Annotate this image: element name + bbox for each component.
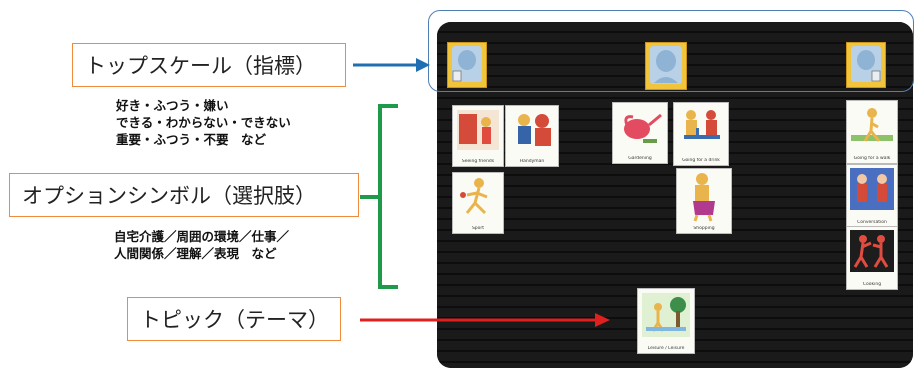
green-bracket — [378, 104, 398, 289]
card-caption: Shopping — [693, 226, 715, 231]
top-scale-label: トップスケール（指標） — [72, 43, 346, 87]
option-card: Shopping — [676, 168, 732, 234]
conversation-icon — [850, 168, 894, 210]
top-scale-highlight-frame — [428, 10, 914, 92]
scale-card-middle — [645, 42, 687, 90]
option-card: Cooking — [846, 226, 898, 290]
topic-card: Leisure / Leisure — [637, 288, 695, 354]
scale-card-left — [447, 42, 487, 88]
options-label: オプションシンボル（選択肢） — [9, 173, 359, 217]
card-caption: Seeing friends — [461, 159, 495, 164]
friends-icon — [457, 110, 499, 150]
card-caption: Going for a drink — [682, 158, 720, 163]
option-card: Handyman — [505, 105, 559, 167]
option-card: Sport — [452, 172, 504, 234]
option-example-1: 自宅介護／周囲の環境／仕事／ — [114, 229, 290, 244]
scale-example-2: できる・わからない・できない — [116, 115, 291, 130]
option-example-2: 人間関係／理解／表現 など — [114, 246, 277, 261]
option-card: Going for a drink — [673, 102, 729, 166]
card-caption: Conversation — [857, 220, 887, 225]
option-card: Conversation — [846, 164, 898, 228]
card-caption: Gardening — [628, 156, 652, 161]
card-caption: Cooking — [862, 282, 882, 287]
scale-example-3: 重要・ふつう・不要 など — [116, 132, 267, 147]
option-card: Going for a walk — [846, 100, 898, 164]
option-examples: 自宅介護／周囲の環境／仕事／ 人間関係／理解／表現 など — [114, 228, 289, 262]
option-card: Seeing friends — [452, 105, 504, 167]
cooking-icon — [850, 230, 894, 272]
face-icon — [851, 46, 881, 82]
card-caption: Going for a walk — [853, 156, 891, 161]
option-card: Gardening — [612, 102, 668, 164]
walk-icon — [851, 108, 893, 142]
card-caption: Sport — [471, 226, 485, 231]
scale-example-1: 好き・ふつう・嫌い — [116, 98, 229, 113]
watering-can-icon — [624, 113, 662, 143]
face-icon — [452, 46, 482, 82]
scale-examples: 好き・ふつう・嫌い できる・わからない・できない 重要・ふつう・不要 など — [116, 97, 291, 148]
face-icon — [650, 46, 682, 84]
drink-icon — [684, 110, 720, 139]
scale-card-right — [846, 42, 886, 88]
card-caption: Handyman — [519, 159, 545, 164]
handyman-icon — [518, 114, 551, 146]
topic-label: トピック（テーマ） — [127, 297, 341, 341]
card-caption: Leisure / Leisure — [647, 346, 685, 351]
leisure-icon — [642, 293, 690, 337]
talking-mats-board: Seeing friends Handyman Sport Gardening — [437, 22, 913, 368]
sport-icon — [460, 178, 488, 215]
shopping-icon — [693, 173, 715, 222]
